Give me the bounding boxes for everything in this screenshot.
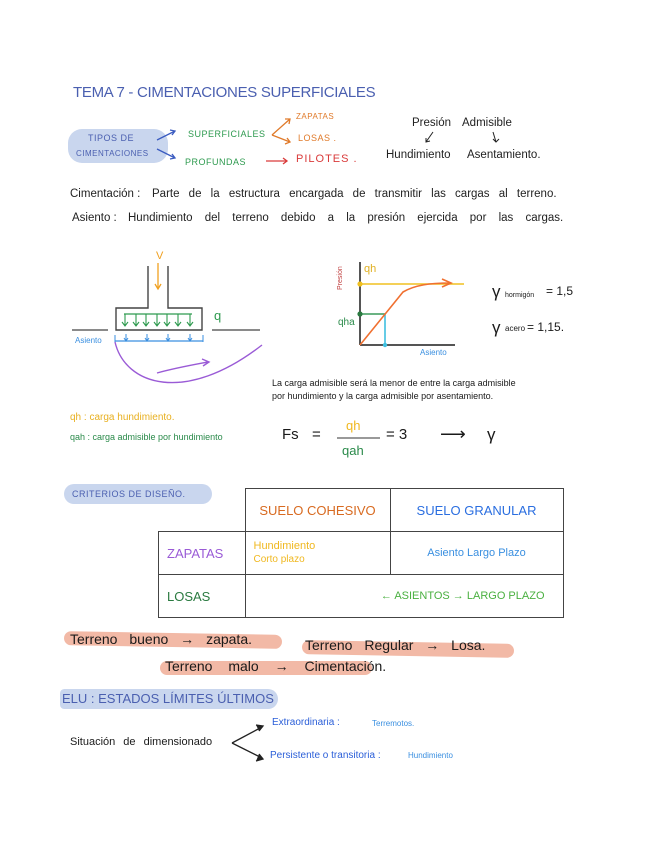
superficiales-label: SUPERFICIALES <box>188 129 266 139</box>
criterios-highlight <box>64 484 212 504</box>
criterios-table: SUELO COHESIVO SUELO GRANULAR ZAPATAS Hu… <box>158 488 564 618</box>
cell-losas-merged: ← ASIENTOS → LARGO PLAZO <box>244 574 564 618</box>
row-header-losas: LOSAS <box>158 574 246 618</box>
tipos-label-line1: TIPOS DE <box>88 133 135 143</box>
def-cimentacion-term: Cimentación : <box>70 188 141 200</box>
gamma-acero-value: = 1,15. <box>527 320 565 334</box>
formula-lhs: Fs <box>282 426 299 443</box>
legend-qh: qh : carga hundimiento. <box>70 412 175 423</box>
pressure-settlement-graph-icon <box>357 262 464 348</box>
formula-eq: = <box>312 426 321 443</box>
legend-qah: qah : carga admisible por hundimiento <box>70 432 223 442</box>
note-line1: La carga admisible será la menor de entr… <box>272 378 516 388</box>
gamma-hormigon-sub: hormigón <box>505 292 535 299</box>
cell-zapatas-cohesivo: Hundimiento Corto plazo <box>244 531 391 575</box>
extraordinaria-value: Terremotos. <box>372 719 415 728</box>
footing-diagram-icon <box>72 263 263 384</box>
load-v-label: V <box>156 250 164 262</box>
extraordinaria-label: Extraordinaria : <box>272 717 340 728</box>
presion-hundimiento: Hundimiento <box>386 149 451 161</box>
graph-qh-label: qh <box>364 263 377 275</box>
cell-zapatas-cohesivo-line2: Corto plazo <box>253 554 305 565</box>
graph-x-label: Asiento <box>420 348 447 357</box>
criterios-label: CRITERIOS DE DISEÑO. <box>72 489 186 499</box>
note-line2: por hundimiento y la carga admisible por… <box>272 391 494 401</box>
formula-arrow: ⟶ <box>440 424 466 444</box>
presion-title-left: Presión <box>412 117 451 129</box>
page-title: TEMA 7 - CIMENTACIONES SUPERFICIALES <box>73 84 376 101</box>
terreno-regular: Terreno Regular → Losa. <box>305 637 486 653</box>
tipos-highlight <box>68 129 168 163</box>
losas-label: LOSAS . <box>298 133 337 143</box>
formula-rhs: = 3 <box>386 426 408 443</box>
formula-denominator: qah <box>342 443 364 458</box>
highlight-malo <box>160 661 372 675</box>
pilotes-label: PILOTES . <box>296 153 358 165</box>
formula-numerator: qh <box>346 418 361 433</box>
graph-qha-label: qha <box>338 317 355 328</box>
gamma-acero-sub: acero <box>505 324 526 333</box>
graph-y-label: Presión <box>337 266 344 290</box>
table-corner <box>159 489 246 532</box>
terreno-bueno: Terreno bueno → zapata. <box>70 631 252 647</box>
superficiales-arrows-icon <box>271 118 292 145</box>
pilotes-arrow-icon <box>266 157 289 165</box>
presion-title-right: Admisible <box>462 117 512 129</box>
gamma-acero-symbol: γ <box>492 318 501 337</box>
asiento-label: Asiento <box>75 336 102 345</box>
gamma-hormigon-symbol: γ <box>492 282 501 301</box>
elu-highlight <box>60 689 278 709</box>
profundas-label: PROFUNDAS <box>185 157 247 167</box>
persistente-value: Hundimiento <box>408 751 453 760</box>
gamma-hormigon-value: = 1,5 <box>546 284 574 298</box>
situacion-label: Situación de dimensionado <box>70 736 213 748</box>
cell-zapatas-granular: Asiento Largo Plazo <box>389 531 564 575</box>
persistente-label: Persistente o transitoria : <box>270 750 381 761</box>
row-header-zapatas: ZAPATAS <box>158 531 246 575</box>
tipos-arrows-icon <box>156 129 177 160</box>
elu-heading: ELU : ESTADOS LÍMITES ÚLTIMOS <box>62 691 274 706</box>
cell-zapatas-cohesivo-line1: Hundimiento <box>253 540 316 552</box>
col-header-cohesivo: SUELO COHESIVO <box>244 488 391 532</box>
col-header-granular: SUELO GRANULAR <box>389 488 564 532</box>
tipos-label-line2: CIMENTACIONES <box>76 149 149 158</box>
formula-result: γ <box>487 425 496 444</box>
def-asiento-text: Hundimiento del terreno debido a la pres… <box>128 212 564 224</box>
zapatas-label: ZAPATAS <box>296 112 335 121</box>
def-asiento-term: Asiento : <box>72 212 117 224</box>
presion-arrows-icon <box>425 131 500 143</box>
def-cimentacion-text: Parte de la estructura encargada de tran… <box>152 188 557 200</box>
terreno-malo: Terreno malo → Cimentación. <box>165 658 387 674</box>
presion-asentamiento: Asentamiento. <box>467 149 541 161</box>
situacion-arrows-icon <box>231 724 265 762</box>
pressure-q-label: q <box>214 308 222 323</box>
